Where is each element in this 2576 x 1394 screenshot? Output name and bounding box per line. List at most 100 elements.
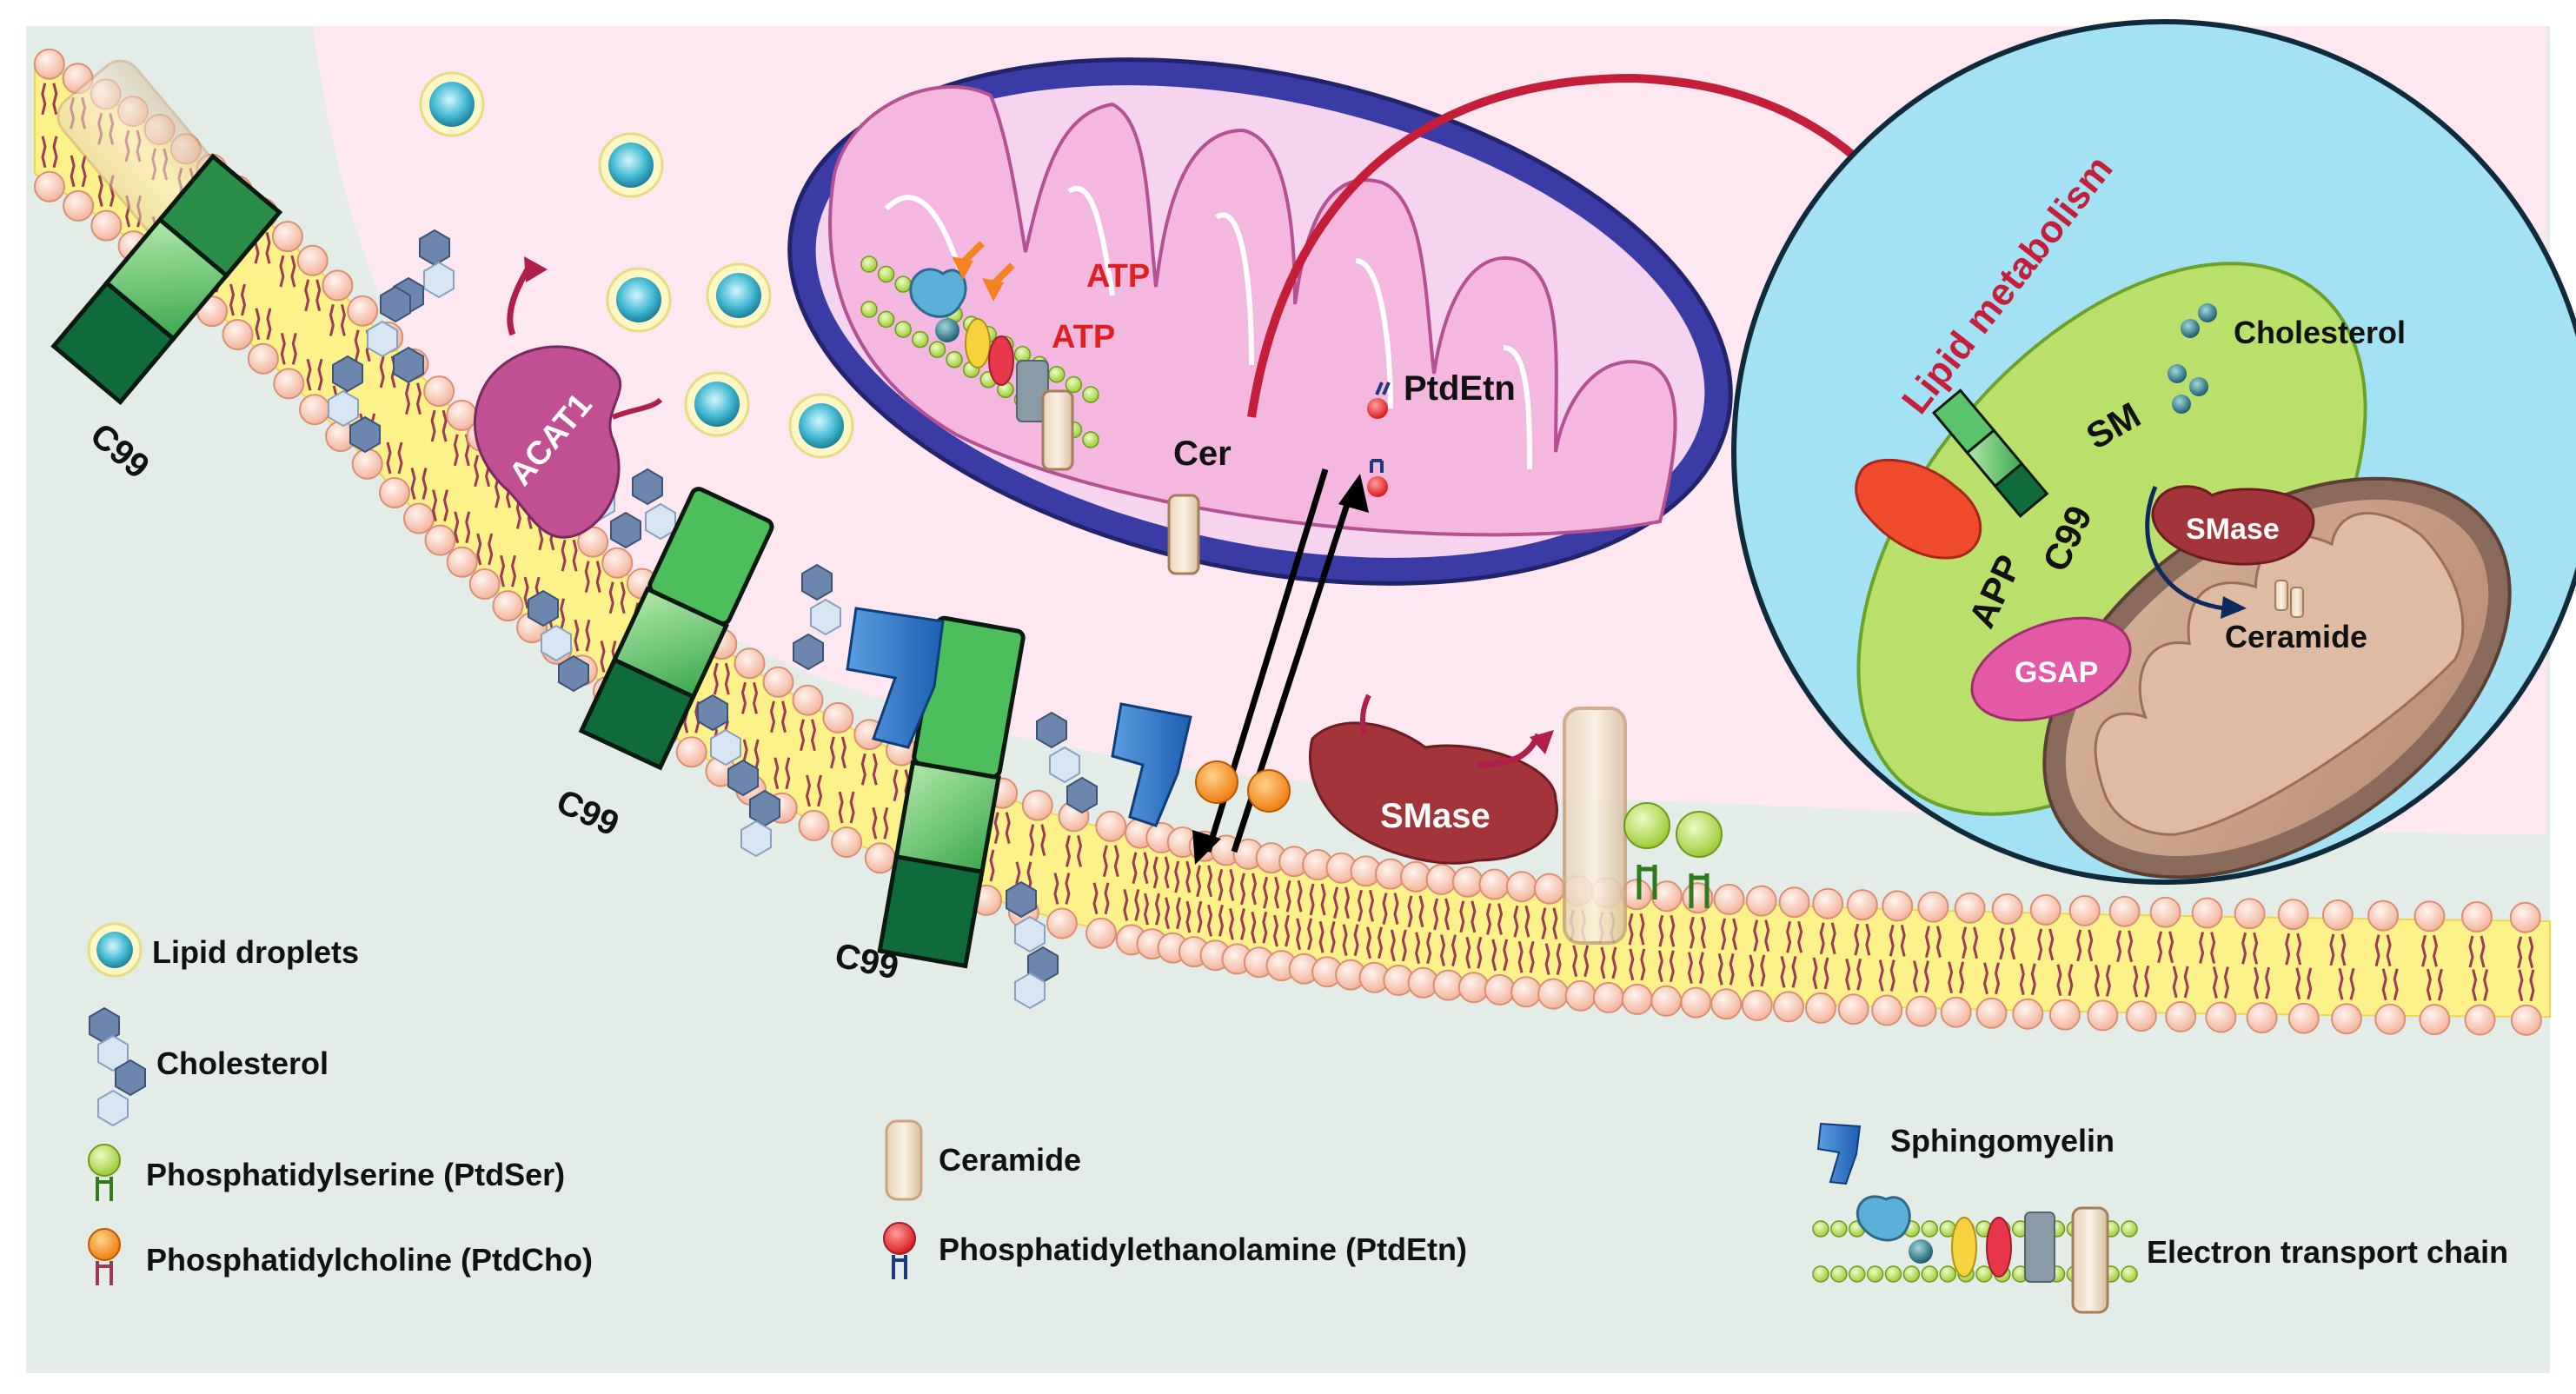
lipid-head: [1592, 981, 1624, 1013]
lipid-head: [822, 701, 854, 734]
lipid-tail: [993, 812, 1011, 844]
ptdcho-head-2: [1247, 769, 1291, 813]
etc-bead: [1830, 1220, 1848, 1238]
etc-bead: [1975, 1265, 1993, 1283]
inset-smase-label: SMase: [2186, 513, 2280, 546]
lipid-metabolism-inset: Lipid metabolism Cholesterol SM APP C99 …: [1731, 19, 2576, 885]
lipid-tail: [584, 561, 601, 593]
lipid-tail: [2199, 932, 2216, 964]
lipid-head: [1812, 887, 1844, 919]
c99-protein-1: [50, 153, 283, 406]
etc-bead: [1921, 1265, 1939, 1283]
lipid-tail: [1819, 922, 1836, 955]
lipid-head: [247, 342, 279, 375]
lipid-tail: [2094, 965, 2111, 997]
lipid-head: [2461, 901, 2493, 933]
lipid-tail: [476, 533, 494, 566]
lipid-tail: [410, 468, 428, 500]
lipid-head: [322, 269, 354, 302]
etc-bead: [946, 350, 963, 368]
lipid-tail: [1657, 950, 1675, 983]
lipid-tail: [1439, 934, 1457, 966]
lipid-tail: [2329, 933, 2347, 966]
lipid-head: [1805, 992, 1836, 1024]
lipid-tail: [1544, 943, 1562, 975]
lipid-head: [90, 209, 123, 242]
lipid-tail: [1272, 914, 1291, 947]
lipid-head: [2367, 899, 2400, 932]
lipid-head: [1778, 886, 1810, 919]
lipid-head: [2419, 1004, 2451, 1036]
lipid-tail: [2472, 969, 2489, 1001]
etc-bead: [1082, 386, 1099, 403]
lipid-tail: [279, 255, 296, 288]
lipid-tail: [2381, 968, 2399, 1001]
lipid-tail: [1309, 883, 1326, 916]
etc-bead: [1812, 1265, 1829, 1283]
inset-cholesterol-ball-3: [2168, 364, 2187, 383]
sphingomyelin-1: [846, 607, 945, 749]
lipid-tail: [1845, 958, 1862, 991]
legend-sphingomyelin-icon: [1816, 1122, 1862, 1185]
lipid-tail: [1721, 918, 1738, 951]
lipid-tail: [1912, 960, 1930, 992]
lipid-tail: [1749, 954, 1766, 987]
lipid-tail: [431, 489, 449, 521]
lipid-tail: [1465, 936, 1483, 969]
lipid-tail: [1687, 952, 1704, 984]
mitochondrion: [787, 57, 1733, 586]
legend-label-ceramide: Ceramide: [939, 1142, 1081, 1178]
lipid-tail: [1948, 961, 1965, 994]
lipid-tail: [1174, 860, 1192, 893]
lipid-tail: [1786, 920, 1803, 953]
lipid-tail: [255, 308, 272, 341]
lipid-head: [1940, 996, 1972, 1028]
lipid-tail: [1228, 908, 1246, 940]
lipid-tail: [2518, 969, 2535, 1002]
inset-cholesterol-label: Cholesterol: [2234, 315, 2406, 350]
lipid-tail: [1263, 876, 1280, 909]
lipid-head: [1086, 917, 1117, 949]
lipid-tail: [561, 539, 578, 572]
inset-app: [1855, 458, 1982, 560]
lipid-tail: [1812, 957, 1829, 990]
lipid-head: [2331, 1003, 2362, 1035]
lipid-tail: [1092, 882, 1110, 915]
etc-bead: [1921, 1220, 1939, 1238]
lipid-tail: [2212, 966, 2229, 999]
lipid-tail: [1218, 869, 1235, 901]
lipid-tail: [454, 511, 471, 544]
lipid-tail: [773, 757, 791, 790]
lipid-tail: [1382, 893, 1399, 925]
sphingomyelin-2: [1111, 702, 1192, 827]
legend-etc-icon: [1812, 1195, 2138, 1314]
proton-arrowhead-1: [952, 256, 973, 280]
ptdetn-tail-top: [1375, 382, 1391, 395]
ceramide-in-membrane: [1563, 707, 1627, 945]
lipid-tail: [1152, 856, 1170, 889]
lipid-tail: [1164, 897, 1182, 930]
lipid-tail: [430, 409, 448, 442]
lipid-tail: [1065, 835, 1083, 867]
lipid-head: [1745, 885, 1777, 917]
lipid-head: [2048, 999, 2081, 1031]
lipid-head: [2191, 897, 2223, 929]
ptdetn-label: PtdEtn: [1404, 369, 1516, 408]
lipid-tail: [1689, 916, 1706, 949]
atp-label-2: ATP: [1052, 319, 1115, 355]
lipid-tail: [1878, 959, 1895, 992]
lipid-head: [2108, 895, 2141, 927]
inset-ceramide-1: [2274, 580, 2288, 611]
lipid-head: [1533, 873, 1565, 905]
lipid-head: [1650, 985, 1683, 1017]
inset-gsap: [1970, 616, 2132, 722]
smase-enzyme: SMase: [1308, 721, 1558, 865]
lipid-head: [222, 319, 254, 350]
lipid-tail: [304, 279, 322, 312]
etc-bead: [1048, 366, 1066, 383]
lipid-head: [2012, 998, 2044, 1030]
cer-label: Cer: [1173, 435, 1232, 473]
lipid-head: [577, 526, 609, 558]
lipid-head: [63, 189, 95, 222]
